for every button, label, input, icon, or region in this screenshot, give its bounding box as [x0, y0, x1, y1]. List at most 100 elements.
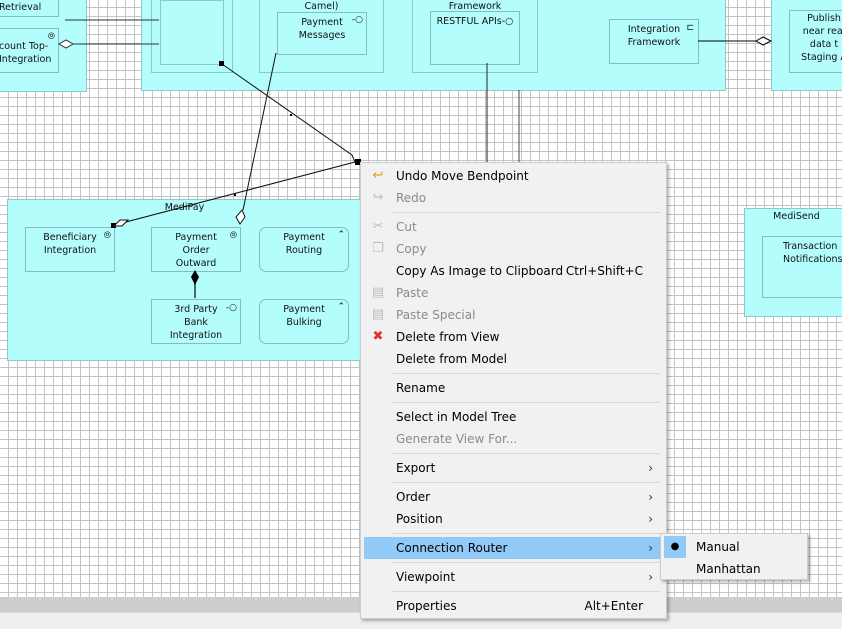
menu-item-generate-view[interactable]: Generate View For...	[364, 428, 661, 450]
element-label: 3rd Party Bank Integration	[169, 304, 223, 341]
container-box[interactable]	[151, 0, 233, 73]
inner-box[interactable]	[160, 0, 224, 65]
element-label: Payment Order Outward	[175, 232, 217, 269]
menu-separator	[392, 453, 660, 454]
service-icon: ⦾	[47, 32, 55, 42]
group-label: MediPay	[164, 202, 205, 213]
service-icon: ⦾	[103, 231, 111, 241]
menu-item-delete-from-model[interactable]: Delete from Model	[364, 348, 661, 370]
interface-icon: -○	[501, 16, 514, 27]
menu-item-connection-router[interactable]: Connection Router ›	[364, 537, 661, 559]
element-payment-bulking[interactable]: Payment Bulking ⌃	[259, 299, 349, 344]
group-medipay[interactable]: MediPay Beneficiary Integration ⦾ Payment…	[7, 199, 362, 361]
menu-item-copy[interactable]: ❐Copy	[364, 238, 661, 260]
menu-label: Order	[396, 490, 431, 504]
copy-icon: ❐	[372, 241, 384, 256]
element-restful-apis[interactable]: RESTFUL APIs-○	[430, 11, 520, 65]
group-top-right[interactable]: Publish near real data t Staging A	[771, 0, 842, 91]
paste-icon: ▤	[371, 307, 385, 322]
menu-item-position[interactable]: Position ›	[364, 508, 661, 530]
menu-separator	[392, 533, 660, 534]
menu-label: Redo	[396, 191, 427, 205]
element-label: Payment Messages	[298, 17, 346, 41]
element-publish[interactable]: Publish near real data t Staging A	[789, 10, 842, 73]
menu-item-properties[interactable]: Properties Alt+Enter	[364, 595, 661, 617]
element-retrieval[interactable]: Retrieval	[0, 0, 59, 17]
element-account-topup[interactable]: count Top- Integration⦾	[0, 28, 59, 73]
menu-item-cut[interactable]: ✂Cut	[364, 216, 661, 238]
delete-x-icon: ✖	[372, 329, 384, 344]
menu-label: Copy As Image to Clipboard	[396, 264, 564, 278]
midpoint-handle	[290, 114, 292, 116]
menu-shortcut: Alt+Enter	[584, 599, 643, 613]
group-label: Camel)	[304, 1, 339, 12]
menu-item-paste[interactable]: ▤Paste	[364, 282, 661, 304]
menu-label: Undo Move Bendpoint	[396, 169, 529, 183]
group-top-center[interactable]: Camel) Payment Messages -○ Framework REST…	[141, 0, 726, 91]
paste-icon: ▤	[371, 285, 385, 300]
connection-router-submenu: ●Manual Manhattan	[660, 533, 808, 580]
bendpoint-handle	[355, 159, 361, 165]
redo-icon: ↪	[372, 190, 384, 205]
function-icon: ⌃	[337, 302, 345, 312]
group-label: Framework	[448, 1, 502, 12]
menu-label: Export	[396, 461, 436, 475]
menu-item-viewpoint[interactable]: Viewpoint›	[364, 566, 661, 588]
menu-separator	[392, 591, 660, 592]
connection-handle	[219, 61, 224, 66]
element-label: count Top- Integration	[0, 41, 52, 65]
element-label: Payment Routing	[283, 232, 325, 256]
element-payment-messages[interactable]: Payment Messages -○	[277, 12, 367, 55]
menu-item-export[interactable]: Export›	[364, 457, 661, 479]
menu-separator	[392, 212, 660, 213]
element-label: Integration Framework	[627, 24, 681, 48]
aggregation-diamond	[57, 39, 75, 49]
menu-separator	[392, 562, 660, 563]
menu-item-select-in-model-tree[interactable]: Select in Model Tree	[364, 406, 661, 428]
component-icon: ⊏	[686, 23, 694, 33]
element-payment-routing[interactable]: Payment Routing⌃	[259, 227, 349, 272]
element-beneficiary-integration[interactable]: Beneficiary Integration ⦾	[25, 227, 115, 272]
element-label: Transaction Notifications	[783, 241, 842, 265]
element-transaction-notifications[interactable]: Transaction Notifications	[762, 236, 842, 298]
element-integration-framework[interactable]: Integration Framework ⊏	[609, 19, 699, 64]
menu-label: Manual	[696, 540, 740, 554]
element-label: Retrieval	[0, 2, 42, 13]
element-payment-order-outward[interactable]: Payment Order Outward ⦾	[151, 227, 241, 272]
submenu-item-manhattan[interactable]: Manhattan	[663, 558, 807, 580]
submenu-item-manual[interactable]: ●Manual	[663, 536, 807, 558]
element-label: Beneficiary Integration	[43, 232, 97, 256]
menu-label: Paste Special	[396, 308, 476, 322]
element-label: Payment Bulking	[283, 304, 325, 328]
menu-item-rename[interactable]: Rename	[364, 377, 661, 399]
group-medisend[interactable]: MediSend Transaction Notifications	[744, 208, 842, 317]
chevron-right-icon: ›	[648, 490, 653, 504]
group-label: MediSend	[773, 211, 820, 222]
undo-icon: ↩	[372, 168, 384, 183]
element-label: Publish near real data t Staging A	[801, 13, 842, 63]
group-top-left[interactable]: Retrieval count Top- Integration⦾	[0, 0, 87, 92]
chevron-right-icon: ›	[648, 541, 653, 555]
group-camel[interactable]: Camel) Payment Messages -○	[259, 0, 384, 73]
menu-label: Position	[396, 512, 443, 526]
group-framework[interactable]: Framework RESTFUL APIs-○	[412, 0, 538, 73]
interface-icon: -○	[351, 15, 363, 25]
menu-shortcut: Ctrl+Shift+C	[565, 264, 643, 278]
chevron-right-icon: ›	[648, 512, 653, 526]
menu-item-redo[interactable]: ↪ Redo	[364, 187, 661, 209]
menu-label: Connection Router	[396, 541, 508, 555]
menu-item-paste-special[interactable]: ▤ Paste Special	[364, 304, 661, 326]
menu-label: Properties	[396, 599, 457, 613]
menu-item-undo[interactable]: ↩ Undo Move Bendpoint	[364, 165, 661, 187]
menu-item-delete-from-view[interactable]: ✖Delete from View	[364, 326, 661, 348]
service-icon: ⦾	[229, 231, 237, 241]
menu-separator	[392, 482, 660, 483]
element-3rd-party-bank-integration[interactable]: 3rd Party Bank Integration-○	[151, 299, 241, 344]
connection-handle	[111, 223, 116, 228]
menu-item-order[interactable]: Order ›	[364, 486, 661, 508]
menu-label: Select in Model Tree	[396, 410, 517, 424]
menu-label: Generate View For...	[396, 432, 518, 446]
context-menu: ↩ Undo Move Bendpoint ↪ Redo ✂Cut ❐Copy Co…	[360, 162, 667, 619]
menu-label: Delete from Model	[396, 352, 508, 366]
